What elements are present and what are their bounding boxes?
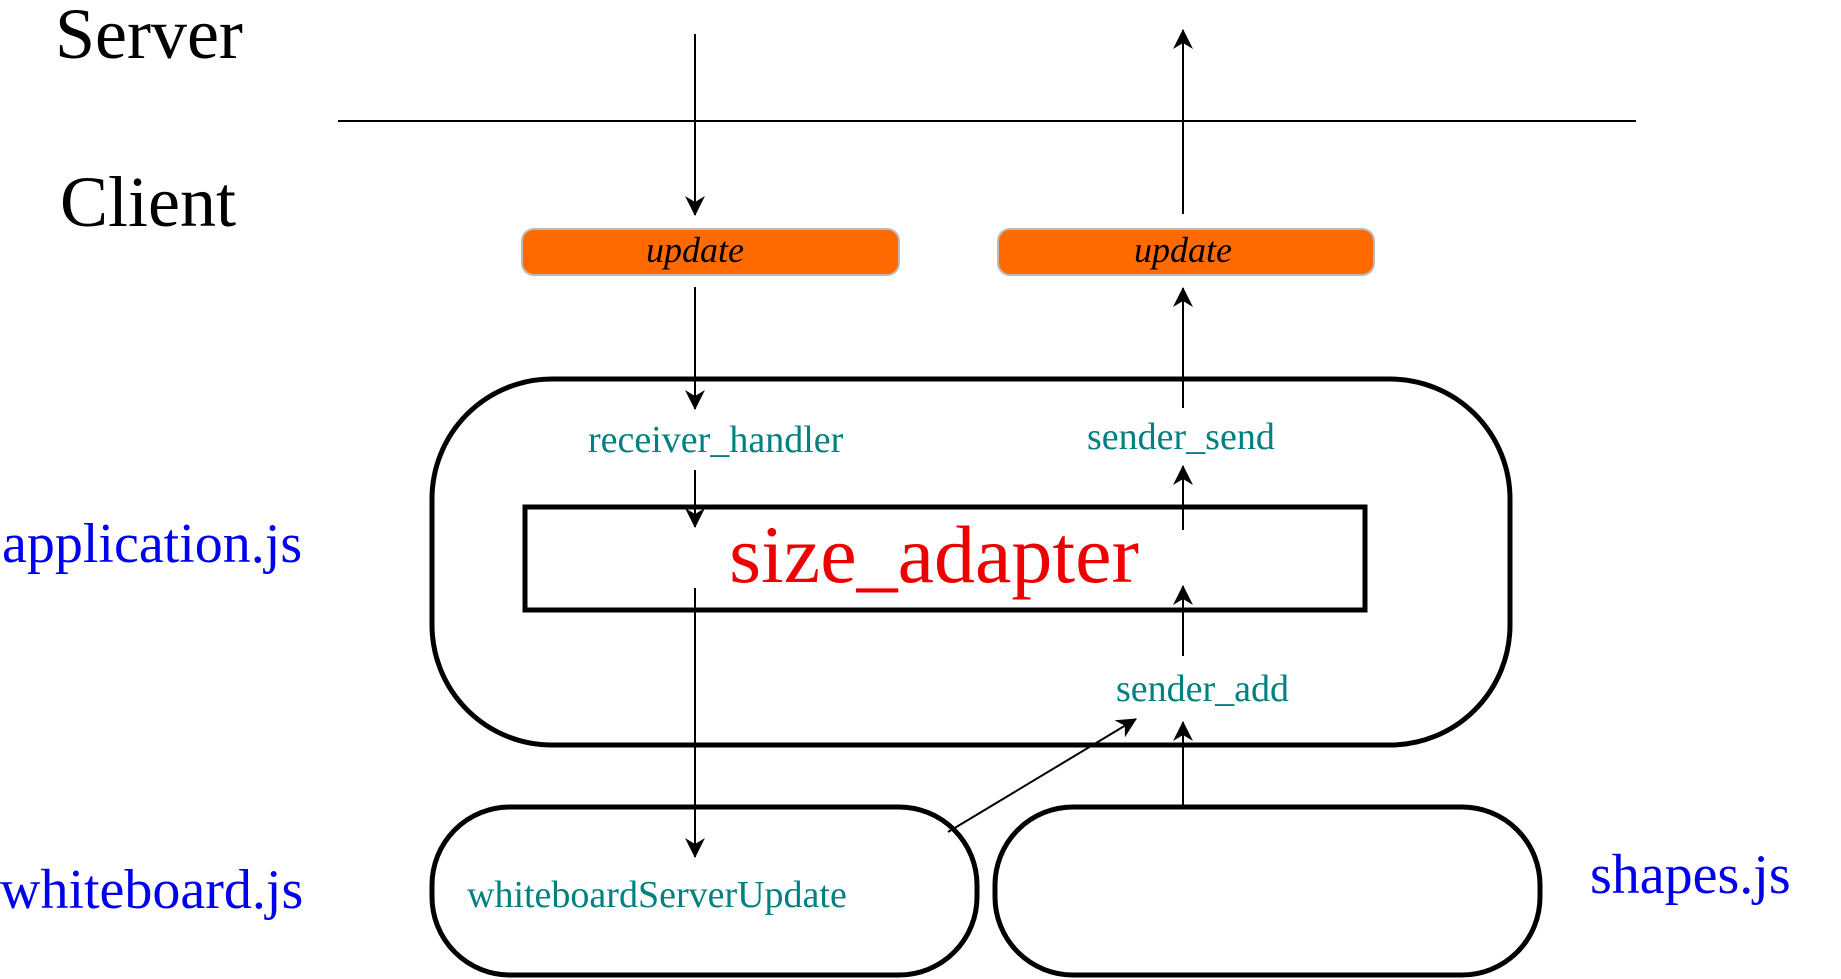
size-adapter-label: size_adapter (729, 509, 1139, 600)
shapes-module-box (992, 804, 1543, 978)
size-adapter-box (522, 504, 1368, 613)
outgoing-update-pill (997, 228, 1375, 276)
sender-add-label: sender_add (1116, 668, 1289, 710)
application-module-label: application.js (2, 513, 302, 575)
whiteboard-module-label: whiteboard.js (0, 859, 303, 921)
receiver-handler-label: receiver_handler (588, 419, 844, 461)
shapes-module-label: shapes.js (1590, 844, 1791, 906)
client-zone-label: Client (60, 162, 236, 242)
outgoing-update-label: update (1134, 230, 1232, 270)
sender-send-label: sender_send (1087, 416, 1275, 458)
whiteboard-server-update-label: whiteboardServerUpdate (467, 874, 847, 916)
application-module-box (429, 376, 1513, 748)
incoming-update-label: update (646, 230, 744, 270)
server-zone-label: Server (55, 0, 243, 74)
incoming-update-pill (521, 228, 900, 276)
whiteboard-to-sender-add-arrow (947, 718, 1137, 833)
whiteboard-module-box (429, 804, 980, 978)
